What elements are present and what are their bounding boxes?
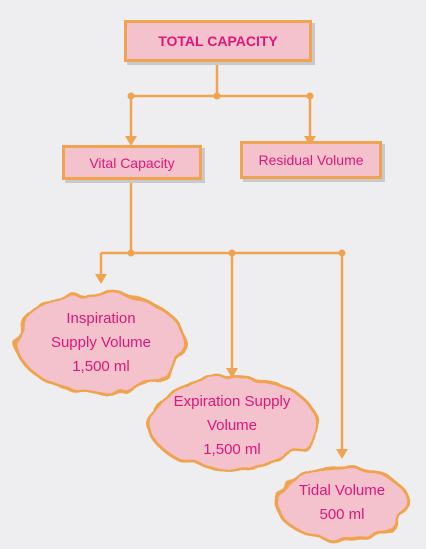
cloud-line: 1,500 ml bbox=[203, 441, 261, 458]
total-capacity-label: TOTAL CAPACITY bbox=[158, 33, 278, 49]
cloud-line: Supply Volume bbox=[50, 334, 152, 351]
cloud-line: Inspiration bbox=[66, 310, 136, 327]
tidal-volume-text: Tidal Volume 500 ml bbox=[282, 478, 402, 528]
cloud-shape-expiration bbox=[146, 375, 318, 471]
arrowhead bbox=[95, 274, 107, 284]
cloud-shape-tidal bbox=[274, 465, 410, 541]
cloud-line: Expiration Supply bbox=[173, 393, 291, 410]
arrowhead bbox=[125, 136, 137, 146]
cloud-line: Volume bbox=[206, 417, 258, 434]
residual-volume-box: Residual Volume bbox=[240, 141, 382, 179]
inspiration-supply-volume-text: Inspiration Supply Volume 1,500 ml bbox=[30, 307, 172, 379]
cloud-line: 1,500 ml bbox=[72, 358, 130, 375]
arrowhead bbox=[226, 368, 238, 378]
residual-volume-label: Residual Volume bbox=[258, 152, 364, 168]
total-capacity-box: TOTAL CAPACITY bbox=[124, 20, 312, 62]
expiration-supply-volume-text: Expiration Supply Volume 1,500 ml bbox=[150, 390, 314, 462]
arrowhead bbox=[336, 449, 348, 459]
cloud-shape-inspiration bbox=[15, 291, 187, 395]
vital-capacity-box: Vital Capacity bbox=[62, 145, 202, 180]
cloud-line: 500 ml bbox=[319, 506, 365, 523]
cloud-line: Tidal Volume bbox=[298, 482, 386, 499]
vital-capacity-label: Vital Capacity bbox=[89, 154, 175, 171]
